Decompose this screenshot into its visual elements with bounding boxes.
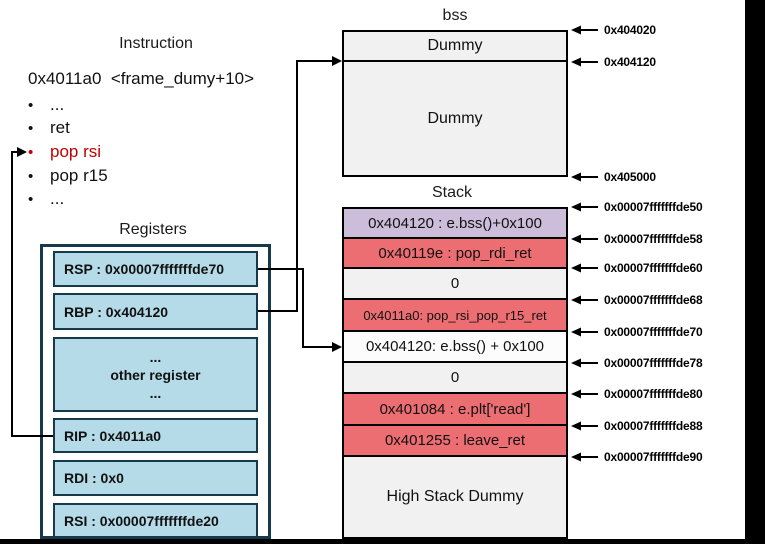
bullet-dot-icon: • bbox=[28, 119, 34, 137]
register-row-rsi: RSI : 0x00007fffffffde20 bbox=[53, 503, 258, 538]
address-label-de70: 0x00007fffffffde70 bbox=[604, 325, 703, 339]
stack-memory-box: 0x404120 : e.bss()+0x100 0x40119e : pop_… bbox=[342, 207, 568, 539]
address-label-de80: 0x00007fffffffde80 bbox=[604, 387, 703, 401]
bss-cell-dummy-low: Dummy bbox=[344, 32, 566, 62]
address-label-bss-start: 0x404020 bbox=[604, 23, 656, 37]
address-label-bss-mid: 0x404120 bbox=[604, 55, 656, 69]
register-row-rbp: RBP : 0x404120 bbox=[53, 293, 258, 330]
stack-row-leave-ret: 0x401255 : leave_ret bbox=[344, 426, 566, 457]
other-register-label: other register bbox=[110, 366, 201, 383]
bullet-dot-icon: • bbox=[28, 96, 34, 114]
instruction-item-label: pop r15 bbox=[50, 166, 108, 185]
register-row-rsp: RSP : 0x00007fffffffde70 bbox=[53, 251, 258, 287]
register-row-other: ... other register ... bbox=[53, 337, 258, 412]
letterbox-bottom-bar bbox=[0, 539, 765, 544]
address-label-bss-end: 0x405000 bbox=[604, 170, 656, 184]
instruction-item-label: ... bbox=[50, 189, 65, 208]
instruction-item-label: ... bbox=[50, 95, 65, 114]
register-row-rdi: RDI : 0x0 bbox=[53, 460, 258, 496]
stack-title: Stack bbox=[431, 184, 473, 201]
bss-cell-dummy-high: Dummy bbox=[344, 62, 566, 175]
bss-memory-box: Dummy Dummy bbox=[342, 30, 568, 177]
address-label-de60: 0x00007fffffffde60 bbox=[604, 261, 703, 275]
other-register-ellipsis: ... bbox=[149, 348, 162, 365]
address-label-de90: 0x00007fffffffde90 bbox=[604, 450, 703, 464]
stack-row-pop-rsi-pop-r15-ret: 0x4011a0: pop_rsi_pop_r15_ret bbox=[344, 300, 566, 332]
letterbox-right-bar bbox=[745, 0, 765, 544]
bullet-dot-icon: • bbox=[28, 143, 34, 161]
bullet-dot-icon: • bbox=[28, 190, 34, 208]
instruction-title: Instruction bbox=[119, 35, 193, 52]
instruction-item: • ... bbox=[28, 95, 64, 115]
address-left-arrow-icon bbox=[571, 25, 598, 462]
address-label-de58: 0x00007fffffffde58 bbox=[604, 232, 703, 246]
instruction-item-label: ret bbox=[50, 118, 70, 137]
other-register-ellipsis: ... bbox=[149, 384, 162, 401]
bullet-dot-icon: • bbox=[28, 167, 34, 185]
instruction-item-label: pop rsi bbox=[50, 142, 102, 161]
stack-row-pop-rdi-ret: 0x40119e : pop_rdi_ret bbox=[344, 239, 566, 269]
stack-row-ebss-arg: 0x404120: e.bss() + 0x100 bbox=[344, 332, 566, 363]
registers-title: Registers bbox=[119, 221, 187, 238]
address-label-de50: 0x00007fffffffde50 bbox=[604, 200, 703, 214]
instruction-item: • ... bbox=[28, 189, 64, 209]
register-row-rip: RIP : 0x4011a0 bbox=[53, 418, 258, 453]
instruction-item: • ret bbox=[28, 118, 70, 138]
stack-row-zero-1: 0 bbox=[344, 269, 566, 300]
stack-row-plt-read: 0x401084 : e.plt['read'] bbox=[344, 394, 566, 426]
stack-row-ebss-ret: 0x404120 : e.bss()+0x100 bbox=[344, 209, 566, 239]
stack-row-zero-2: 0 bbox=[344, 363, 566, 394]
instruction-item: • pop r15 bbox=[28, 166, 108, 186]
address-label-de88: 0x00007fffffffde88 bbox=[604, 419, 703, 433]
stack-row-high-stack-dummy: High Stack Dummy bbox=[344, 457, 566, 537]
bss-title: bss bbox=[442, 7, 468, 24]
address-label-de78: 0x00007fffffffde78 bbox=[604, 356, 703, 370]
address-label-de68: 0x00007fffffffde68 bbox=[604, 293, 703, 307]
instruction-item-current: • pop rsi bbox=[28, 142, 101, 162]
instruction-address-line: 0x4011a0 <frame_dumy+10> bbox=[28, 69, 255, 88]
